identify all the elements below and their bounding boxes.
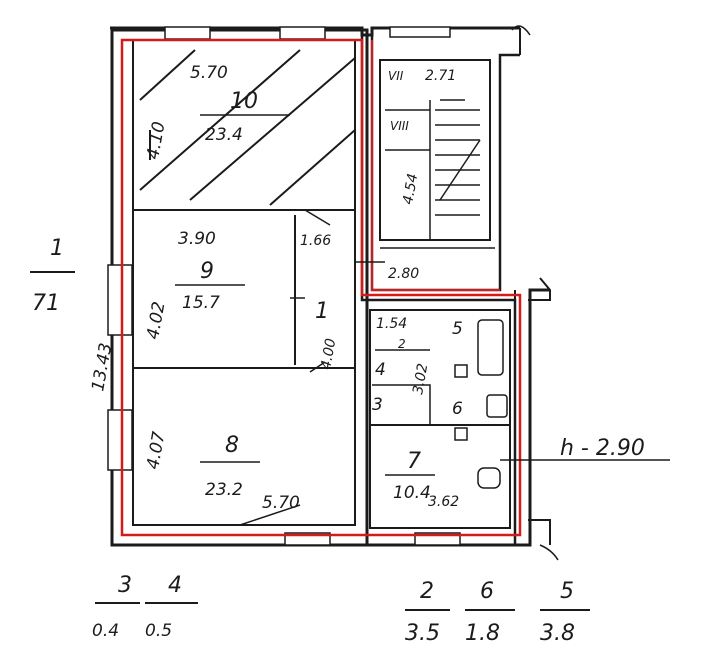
- room10-dim-depth: 4.10: [143, 120, 169, 161]
- perimeter-line: [120, 38, 522, 537]
- stair-dim-landing: 2.80: [388, 266, 419, 282]
- room8-dim-depth: 4.07: [143, 430, 169, 471]
- room7-area: 10.4: [393, 483, 431, 503]
- room10-dim-width: 5.70: [190, 63, 228, 83]
- perimeter-line-stair: [371, 40, 500, 291]
- stair-mark-viii: VIII: [390, 119, 409, 133]
- room9-dim-width: 3.90: [178, 229, 216, 249]
- room6-number: 6: [452, 399, 463, 419]
- room2-number: 2: [398, 337, 406, 351]
- fraction-1-top: 3: [118, 573, 132, 598]
- room5-number: 5: [452, 319, 463, 339]
- room7-dim: 3.62: [428, 494, 459, 510]
- room10-number: 10: [230, 89, 258, 114]
- room1-number: 1: [315, 299, 329, 324]
- hatching: [139, 49, 356, 206]
- fraction-4-bottom: 1.8: [465, 621, 500, 646]
- outlet-icon-2: [454, 427, 468, 441]
- fixtures: [454, 319, 508, 489]
- stove-icon: [477, 467, 501, 489]
- dimension-ticks: [239, 99, 670, 526]
- room10-area: 23.4: [205, 125, 243, 145]
- room9-area: 15.7: [182, 293, 220, 313]
- fraction-2-top: 4: [168, 573, 182, 598]
- ceiling-height-label: h - 2.90: [560, 436, 645, 461]
- room4-number: 4: [375, 360, 386, 380]
- room3-number: 3: [372, 395, 383, 415]
- fraction-1-bottom: 0.4: [92, 621, 119, 641]
- bathtub-icon: [477, 319, 504, 376]
- room1-dim-depth: 4.00: [318, 337, 339, 371]
- windows: [107, 26, 461, 546]
- fraction-5-bottom: 3.8: [540, 621, 575, 646]
- fraction-2-bottom: 0.5: [145, 621, 172, 641]
- fraction-3-top: 2: [420, 579, 434, 604]
- sink-icon: [486, 394, 508, 418]
- fraction-4-top: 6: [480, 579, 494, 604]
- room8-number: 8: [225, 433, 239, 458]
- outlet-icon: [454, 364, 468, 378]
- room2-dim-depth: 3.02: [410, 362, 431, 396]
- room8-area: 23.2: [205, 480, 243, 500]
- stair-dim-length: 4.54: [400, 172, 421, 205]
- room9-number: 9: [200, 259, 214, 284]
- room8-dim-width: 5.70: [262, 493, 300, 513]
- fraction-5-top: 5: [560, 579, 574, 604]
- room1-dim-width: 1.66: [300, 233, 331, 249]
- total-top: 1: [50, 236, 64, 261]
- room9-dim-depth: 4.02: [143, 300, 169, 341]
- bottom-fractions: 3 0.4 4 0.5 2 3.5 6 1.8 5 3.8: [92, 573, 590, 646]
- stair-dim-width: 2.71: [425, 68, 456, 84]
- total-bottom: 71: [32, 291, 60, 316]
- fraction-3-bottom: 3.5: [405, 621, 440, 646]
- stair-treads: [385, 100, 481, 240]
- walls: [110, 25, 559, 561]
- room7-number: 7: [407, 449, 421, 474]
- room2-dim-width: 1.54: [376, 316, 407, 332]
- stair-mark-vii: VII: [388, 69, 404, 83]
